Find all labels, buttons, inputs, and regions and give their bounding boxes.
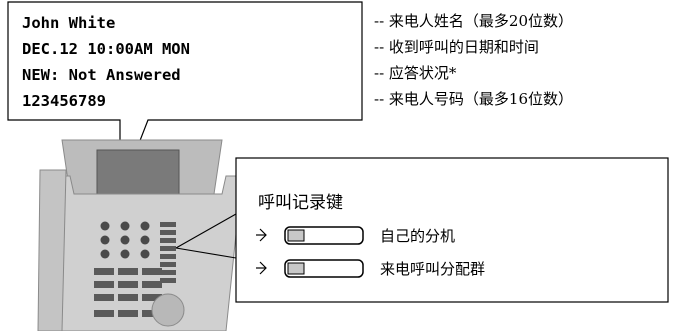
display-line-status: NEW: Not Answered: [22, 66, 181, 84]
key-own-extension: 自己的分机: [256, 226, 455, 245]
key-label-own-extension: 自己的分机: [380, 227, 455, 245]
key-indicator: [287, 262, 305, 275]
annotation-caller-number: -- 来电人号码（最多16位数）: [374, 90, 573, 108]
annotation-answer-status: -- 应答状况*: [374, 64, 457, 82]
phone-co-keys: [160, 222, 176, 283]
annotation-caller-name: -- 来电人姓名（最多20位数）: [374, 12, 573, 30]
phone-keypad: [100, 221, 150, 259]
phone-screen: [96, 149, 180, 195]
key-label-incoming-group: 来电呼叫分配群: [380, 260, 485, 278]
display-line-datetime: DEC.12 10:00AM MON: [22, 40, 190, 58]
key-indicator: [287, 229, 305, 242]
key-incoming-group: 来电呼叫分配群: [256, 259, 485, 278]
annotation-date-time: -- 收到呼叫的日期和时间: [374, 38, 539, 56]
display-callout: John White DEC.12 10:00AM MON NEW: Not A…: [7, 1, 363, 193]
callout-title: 呼叫记录键: [258, 193, 343, 213]
keys-callout: 呼叫记录键 自己的分机 来电呼叫分配群: [235, 157, 669, 303]
annotation-list: -- 来电人姓名（最多20位数） -- 收到呼叫的日期和时间 -- 应答状况* …: [374, 12, 573, 108]
telephone-icon: [37, 139, 243, 331]
display-line-name: John White: [22, 14, 115, 32]
phone-handset: [37, 169, 67, 331]
phone-navigator: [151, 293, 185, 327]
callout-pointer: [175, 213, 237, 259]
display-line-number: 123456789: [22, 92, 106, 110]
